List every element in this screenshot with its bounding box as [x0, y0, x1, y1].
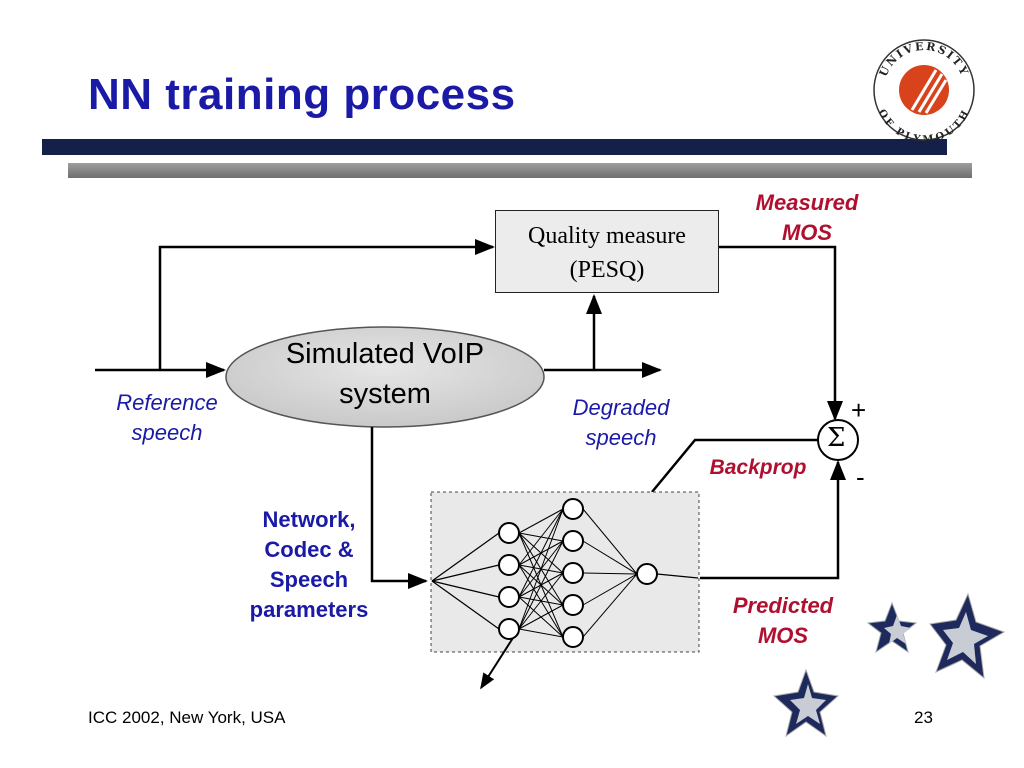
- backprop-label: Backprop: [709, 456, 807, 479]
- nn-hidden-node-1: [562, 530, 584, 552]
- nn-hidden-output-4: [582, 573, 638, 638]
- nn-connection-3-4: [518, 628, 564, 638]
- voip-system-label: Simulated VoIP system: [226, 327, 544, 427]
- parameters-arrow: [370, 427, 428, 589]
- header-bar-dark: [42, 139, 947, 155]
- nn-input-node-0: [498, 522, 520, 544]
- plus-sign: +: [851, 395, 867, 425]
- nn-hidden-output-2: [582, 572, 638, 575]
- nn-input-feed-2: [431, 580, 500, 598]
- nn-connection-3-0: [518, 508, 564, 630]
- network-params-label: Network, Codec & Speech parameters: [224, 505, 394, 625]
- degraded-line1: Degraded: [572, 395, 670, 420]
- predicted-line1: Predicted: [732, 593, 834, 618]
- nn-output-line: [656, 573, 699, 579]
- page-number: 23: [914, 708, 933, 727]
- nn-hidden-node-0: [562, 498, 584, 520]
- nn-hidden-output-3: [582, 573, 638, 606]
- slide-title: NN training process: [88, 70, 516, 119]
- nn-connection-1-0: [518, 508, 564, 566]
- nn-hidden-node-3: [562, 594, 584, 616]
- nn-hidden-node-2: [562, 562, 584, 584]
- params-line3: Speech: [269, 567, 349, 592]
- nn-hidden-node-4: [562, 626, 584, 648]
- voip-line1: Simulated VoIP: [285, 338, 485, 370]
- header-bar-light: [68, 163, 972, 178]
- quality-box-line1: Quality measure: [528, 223, 686, 249]
- nn-connection-3-3: [518, 604, 564, 630]
- measured-mos-arrow: [719, 245, 843, 421]
- reference-line1: Reference: [116, 390, 218, 415]
- measured-line1: Measured: [755, 190, 859, 215]
- measured-mos-label: Measured MOS: [740, 188, 874, 248]
- quality-box-line2: (PESQ): [569, 257, 645, 283]
- reference-speech-label: Reference speech: [98, 388, 236, 448]
- university-logo: UNIVERSITY OF PLYMOUTH: [873, 39, 975, 144]
- voip-line2: system: [339, 378, 431, 410]
- decorative-stars: [772, 592, 1006, 738]
- nn-connection-3-2: [518, 572, 564, 630]
- degraded-line2: speech: [585, 425, 657, 450]
- nn-input-node-1: [498, 554, 520, 576]
- nn-input-node-2: [498, 586, 520, 608]
- nn-output-node: [636, 563, 658, 585]
- neural-network: [431, 498, 699, 648]
- nn-input-feed-0: [431, 532, 500, 582]
- degraded-speech-label: Degraded speech: [556, 393, 686, 453]
- nn-hidden-output-1: [582, 540, 638, 575]
- minus-sign: -: [856, 462, 865, 492]
- quality-measure-box: Quality measure (PESQ): [495, 210, 719, 293]
- predicted-mos-arrow: [700, 460, 846, 580]
- backprop-line: [651, 438, 818, 493]
- nn-connection-2-0: [518, 508, 564, 598]
- sum-symbol: Σ: [827, 423, 846, 453]
- params-line1: Network,: [262, 507, 356, 532]
- voip-ellipse: [225, 326, 545, 428]
- predicted-line2: MOS: [757, 623, 809, 648]
- params-line2: Codec &: [264, 537, 354, 562]
- nn-connection-0-0: [518, 508, 564, 534]
- reference-line2: speech: [131, 420, 203, 445]
- measured-line2: MOS: [781, 220, 833, 245]
- reference-to-pesq-arrow: [158, 239, 495, 370]
- nn-input-feed-1: [431, 564, 500, 582]
- weight-adjust-arrow: [480, 629, 519, 690]
- nn-input-node-3: [498, 618, 520, 640]
- predicted-mos-label: Predicted MOS: [716, 591, 850, 651]
- nn-hidden-output-0: [582, 508, 638, 575]
- nn-input-feed-3: [431, 580, 500, 630]
- params-line4: parameters: [249, 597, 369, 622]
- nn-connection-3-1: [518, 540, 564, 630]
- footer-left: ICC 2002, New York, USA: [88, 708, 286, 727]
